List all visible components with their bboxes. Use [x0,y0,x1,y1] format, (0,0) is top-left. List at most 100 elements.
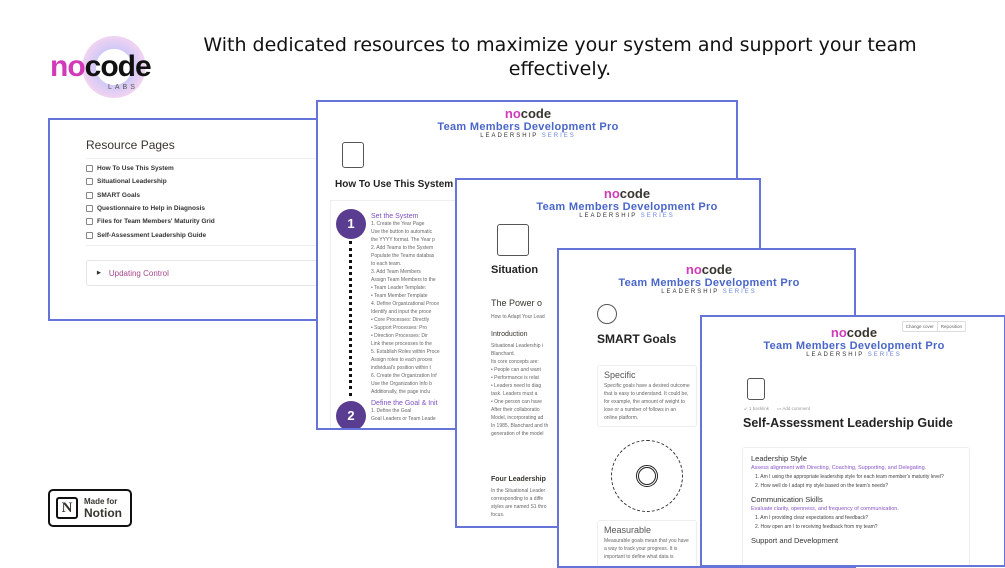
page-meta: ↙ 1 backlink ▭ Add comment [744,406,810,412]
logo-code: code [619,186,651,201]
series-a: LEADERSHIP [661,289,720,295]
section-heading: Define the Goal & Init [371,400,438,407]
page-title: How To Use This System [335,179,454,190]
text-line: styles are named S1 thro [491,504,547,510]
question-item: 1. Am I providing clear expectations and… [755,515,869,521]
brand-header: nocode Team Members Development Pro LEAD… [744,325,964,358]
brand-header: nocode Team Members Development Pro LEAD… [517,186,737,219]
card-title: Measurable [604,525,652,535]
text-line: • People can and want [491,367,541,373]
text-line: to each team. [371,261,402,267]
text-line: individual's position within t [371,365,431,371]
step-1-badge: 1 [336,209,366,239]
question-item: 1. Am I using the appropriate leadership… [755,474,944,480]
heading: Introduction [491,331,528,338]
backlink-link[interactable]: ↙ 1 backlink [744,406,770,411]
logo-labs: LABS [108,84,138,91]
section-title: Communication Skills [751,495,823,504]
text-line: Use the Organization Info b [371,381,432,387]
resource-pages-screenshot: Resource Pages How To Use This System Si… [48,118,320,321]
logo-no: no [603,186,620,201]
text-line: In the Situational Leader [491,488,546,494]
add-comment-button[interactable]: ▭ Add comment [777,406,811,411]
resource-label: Self-Assessment Leadership Guide [97,231,207,239]
resource-list: How To Use This System Situational Leade… [86,158,318,246]
page-title: Self-Assessment Leadership Guide [743,416,953,430]
page-title: SMART Goals [597,332,677,346]
page-icon [86,191,93,199]
resource-link[interactable]: Self-Assessment Leadership Guide [86,228,318,241]
updating-control-toggle[interactable]: ▶Updating Control [86,260,318,286]
text-line: After their collaboratio [491,407,540,413]
text-line: • Team Leader Template: [371,285,427,291]
resource-label: Situational Leadership [97,178,167,186]
card-title: Specific [604,370,636,380]
notion-icon: N [56,497,78,519]
reposition-button[interactable]: Reposition [936,322,965,331]
nocode-labs-logo: nocode LABS [50,36,152,98]
heading: Four Leadership [491,476,546,483]
series-b: SERIES [722,289,757,295]
text-line: In 1985, Blanchard and th [491,423,549,429]
text-line: 2. Add Teams to the System [371,245,434,251]
book-az-icon [342,142,364,168]
resource-link[interactable]: SMART Goals [86,189,318,202]
series-a: LEADERSHIP [806,352,865,358]
text-line: corresponding to a diffe [491,496,544,502]
question-item: 2. How open am I to receiving feedback f… [755,524,878,530]
resource-link[interactable]: Files for Team Members' Maturity Grid [86,215,318,228]
series-b: SERIES [541,133,576,139]
text-line: 4. Define Organizational Proce [371,301,440,307]
text-line: • Performance is relat [491,375,539,381]
series-b: SERIES [867,352,902,358]
series-b: SERIES [640,213,675,219]
logo-code: code [846,325,878,340]
brand-title: Team Members Development Pro [763,340,945,352]
text-line: • Core Processes: Directly [371,317,430,323]
text-line: Its core concepts are: [491,359,539,365]
text-line: Additionally, the page inclu [371,389,431,395]
page-icon [86,165,93,173]
series-a: LEADERSHIP [480,133,539,139]
text-line: Populate the Teams databas [371,253,435,259]
puzzle-icon [497,224,529,256]
badge-line1: Made for [84,496,118,506]
self-assessment-screenshot: Change cover Reposition nocode Team Memb… [700,315,1005,567]
text-line: 3. Add Team Members [371,269,421,275]
text-line: the YYYY format. The Year p [371,237,435,243]
text-line: focus. [491,512,505,518]
text-line: • Direction Processes: Dir [371,333,428,339]
headline: With dedicated resources to maximize you… [203,34,917,80]
logo-code: code [520,106,552,121]
section-title: Leadership Style [751,454,807,463]
resource-link[interactable]: Questionnaire to Help in Diagnosis [86,202,318,215]
resource-link[interactable]: How To Use This System [86,162,318,175]
page-icon [86,205,93,213]
logo-code: code [84,50,152,83]
step-2-badge: 2 [336,401,366,428]
dotted-connector [349,241,352,396]
resource-label: Files for Team Members' Maturity Grid [97,218,215,226]
text-line: Identify and input the proce [371,309,432,315]
logo-code: code [701,262,733,277]
step-line: Goal Leaders or Team Leade [371,416,436,422]
text-line: • Leaders need to diag [491,383,542,389]
page-icon [86,178,93,186]
brain-lightbulb-icon [597,304,617,324]
text-line: 5. Establish Roles within Proce [371,349,440,355]
logo-no: no [685,262,702,277]
text-line: Use the button to automatic [371,229,433,235]
change-cover-button[interactable]: Change cover [905,324,934,329]
resource-link[interactable]: Situational Leadership [86,175,318,188]
brand-title: Team Members Development Pro [536,201,718,213]
text-line: • Team Member Template [371,293,428,299]
page-icon [86,218,93,226]
text-line: 6. Create the Organization Inf [371,373,437,379]
page-title: Situation [491,264,539,276]
measurable-card: Measurable Measurable goals mean that yo… [597,520,697,566]
resource-label: SMART Goals [97,191,140,199]
text-line: Blanchard. [491,351,515,357]
text-line: Model, incorporating ad [491,415,544,421]
